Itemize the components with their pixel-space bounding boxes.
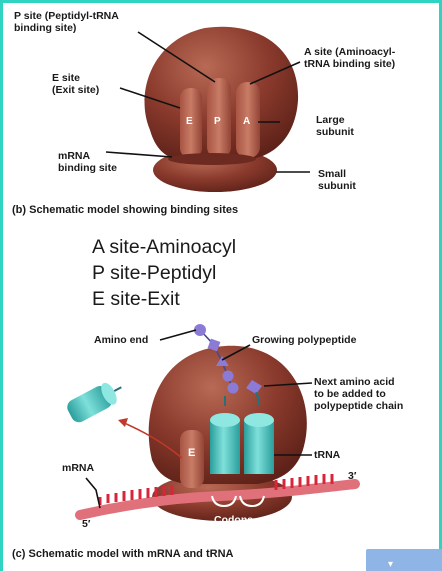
slot-letter-p: P — [214, 116, 221, 127]
polypeptide-chain — [194, 324, 239, 394]
e-site-slot-c — [180, 430, 204, 488]
codon-brackets — [211, 495, 265, 508]
trna-a-site — [244, 396, 274, 474]
caption-panel-b: (b) Schematic model showing binding site… — [12, 204, 239, 216]
label-codons: Codons — [214, 514, 254, 526]
label-three-prime: 3′ — [348, 470, 357, 482]
e-letter-c: E — [188, 447, 195, 459]
label-five-prime: 5′ — [82, 518, 91, 530]
panel-b-ribosome: E P A — [144, 26, 299, 192]
label-small-subunit: Small subunit — [318, 168, 356, 192]
e-site-slot — [180, 88, 202, 158]
note-p-site: P site-Peptidyl — [92, 262, 217, 284]
trna-p-site — [210, 396, 240, 474]
panel-c-leader-lines — [85, 329, 313, 509]
label-next-amino-acid: Next amino acid to be added to polypepti… — [314, 376, 404, 412]
site-notes: A site-Aminoacyl P site-Peptidyl E site-… — [92, 234, 236, 312]
exit-arrowhead — [118, 418, 128, 427]
label-p-site: P site (Peptidyl-tRNA binding site) — [14, 10, 119, 34]
mrna-bases — [98, 474, 334, 505]
next-amino-acid — [246, 380, 262, 401]
label-amino-end: Amino end — [94, 334, 149, 346]
note-e-site: E site-Exit — [92, 288, 180, 310]
label-trna: tRNA — [314, 449, 341, 461]
panel-b-leader-lines — [105, 31, 310, 173]
mrna-strand — [75, 474, 360, 520]
slot-letter-e: E — [186, 116, 193, 127]
note-a-site: A site-Aminoacyl — [92, 236, 237, 258]
label-growing-polypeptide: Growing polypeptide — [252, 334, 357, 346]
label-mrna-binding-site: mRNA binding site — [58, 150, 117, 174]
slot-letter-a: A — [243, 116, 250, 127]
p-site-slot — [207, 78, 231, 158]
chevron-down-icon: ▾ — [388, 559, 394, 570]
mrna-binding-groove — [168, 153, 256, 165]
caption-panel-c: (c) Schematic model with mRNA and tRNA — [12, 548, 234, 560]
exiting-trna — [67, 382, 122, 423]
mrna-backbone — [75, 479, 360, 520]
exit-arrow — [121, 421, 183, 459]
label-large-subunit: Large subunit — [316, 114, 354, 138]
label-e-site: E site (Exit site) — [52, 72, 100, 96]
a-site-slot — [236, 82, 260, 158]
slide-nav-button[interactable] — [366, 549, 442, 571]
label-a-site: A site (Aminoacyl- tRNA binding site) — [304, 46, 396, 70]
label-mrna: mRNA — [62, 462, 95, 474]
